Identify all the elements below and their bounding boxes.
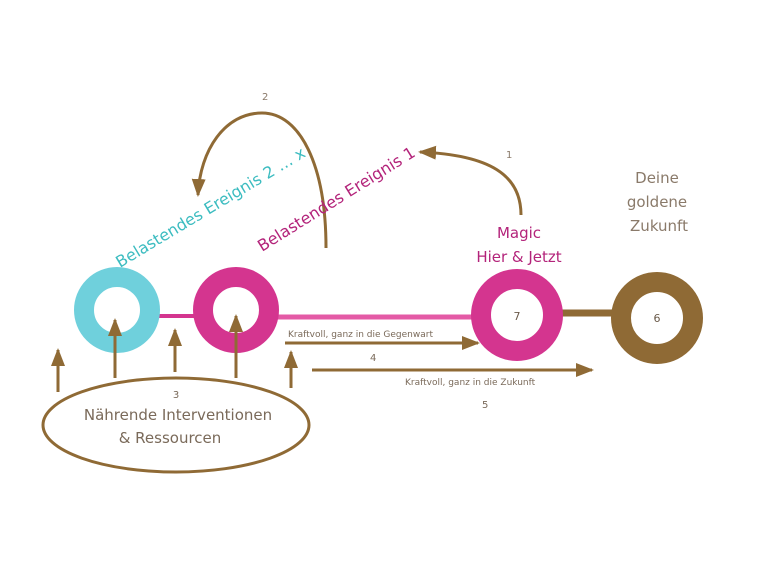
arrow-1 <box>418 145 523 216</box>
event2-circle <box>74 267 160 353</box>
number-3: 3 <box>173 390 179 401</box>
number-6: 6 <box>654 312 661 325</box>
magic-label-2: Hier & Jetzt <box>476 248 561 266</box>
future-circle <box>611 272 703 364</box>
number-5: 5 <box>482 400 488 411</box>
present-arrow-label: Kraftvoll, ganz in die Gegenwart <box>288 330 433 340</box>
event2-label: Belastendes Ereignis 2 … x <box>112 143 308 271</box>
number-4: 4 <box>370 353 376 364</box>
resources-label-1: Nährende Interventionen <box>84 406 272 424</box>
future-label-1: Deine <box>635 169 679 187</box>
number-2: 2 <box>262 92 268 103</box>
resources-ellipse <box>41 376 311 474</box>
magic-label-1: Magic <box>497 224 541 242</box>
future-label-2: goldene <box>627 193 687 211</box>
present-circle <box>471 269 563 361</box>
resources-label-2: & Ressourcen <box>119 429 222 447</box>
number-1: 1 <box>506 150 512 161</box>
number-7: 7 <box>514 310 521 323</box>
future-label-3: Zukunft <box>630 217 688 235</box>
arrow-2 <box>191 111 328 249</box>
future-arrow-label: Kraftvoll, ganz in die Zukunft <box>405 378 536 388</box>
